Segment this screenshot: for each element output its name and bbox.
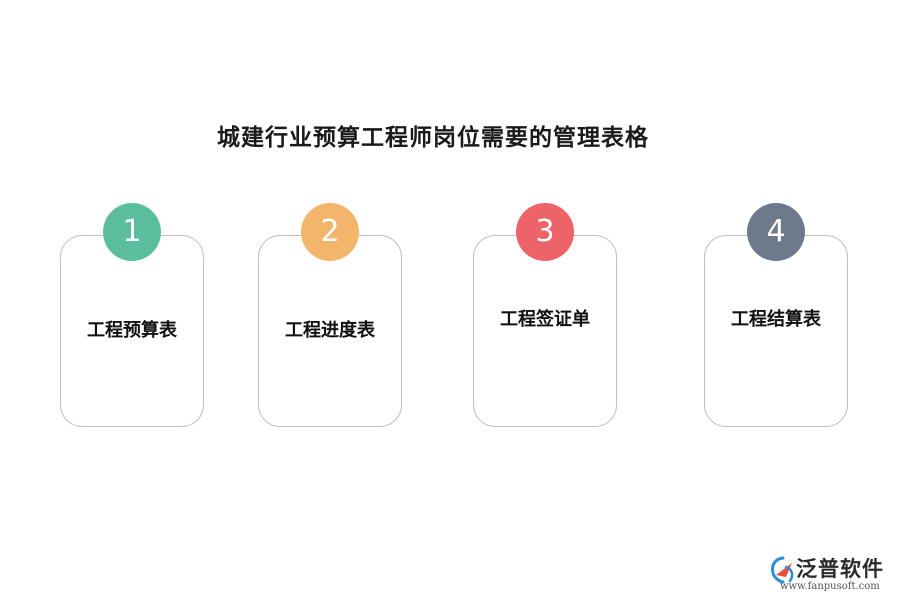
page-title: 城建行业预算工程师岗位需要的管理表格 — [217, 125, 649, 151]
item-number-badge-3: 3 — [516, 203, 574, 261]
item-card-3: 工程签证单 — [473, 235, 617, 427]
item-card-2: 工程进度表 — [258, 235, 402, 427]
item-number-badge-4: 4 — [747, 203, 805, 261]
item-card-1: 工程预算表 — [60, 235, 204, 427]
brand-logo: 泛普软件 www.fanpusoft.com — [768, 553, 894, 597]
logo-url: www.fanpusoft.com — [780, 581, 880, 592]
logo-mark-icon — [771, 556, 794, 584]
item-label-3: 工程签证单 — [500, 309, 590, 330]
logo-name: 泛普软件 — [796, 557, 884, 581]
item-label-4: 工程结算表 — [731, 309, 821, 330]
item-label-2: 工程进度表 — [285, 320, 375, 341]
item-card-4: 工程结算表 — [704, 235, 848, 427]
item-number-badge-1: 1 — [103, 203, 161, 261]
item-number-badge-2: 2 — [301, 203, 359, 261]
item-label-1: 工程预算表 — [87, 320, 177, 341]
